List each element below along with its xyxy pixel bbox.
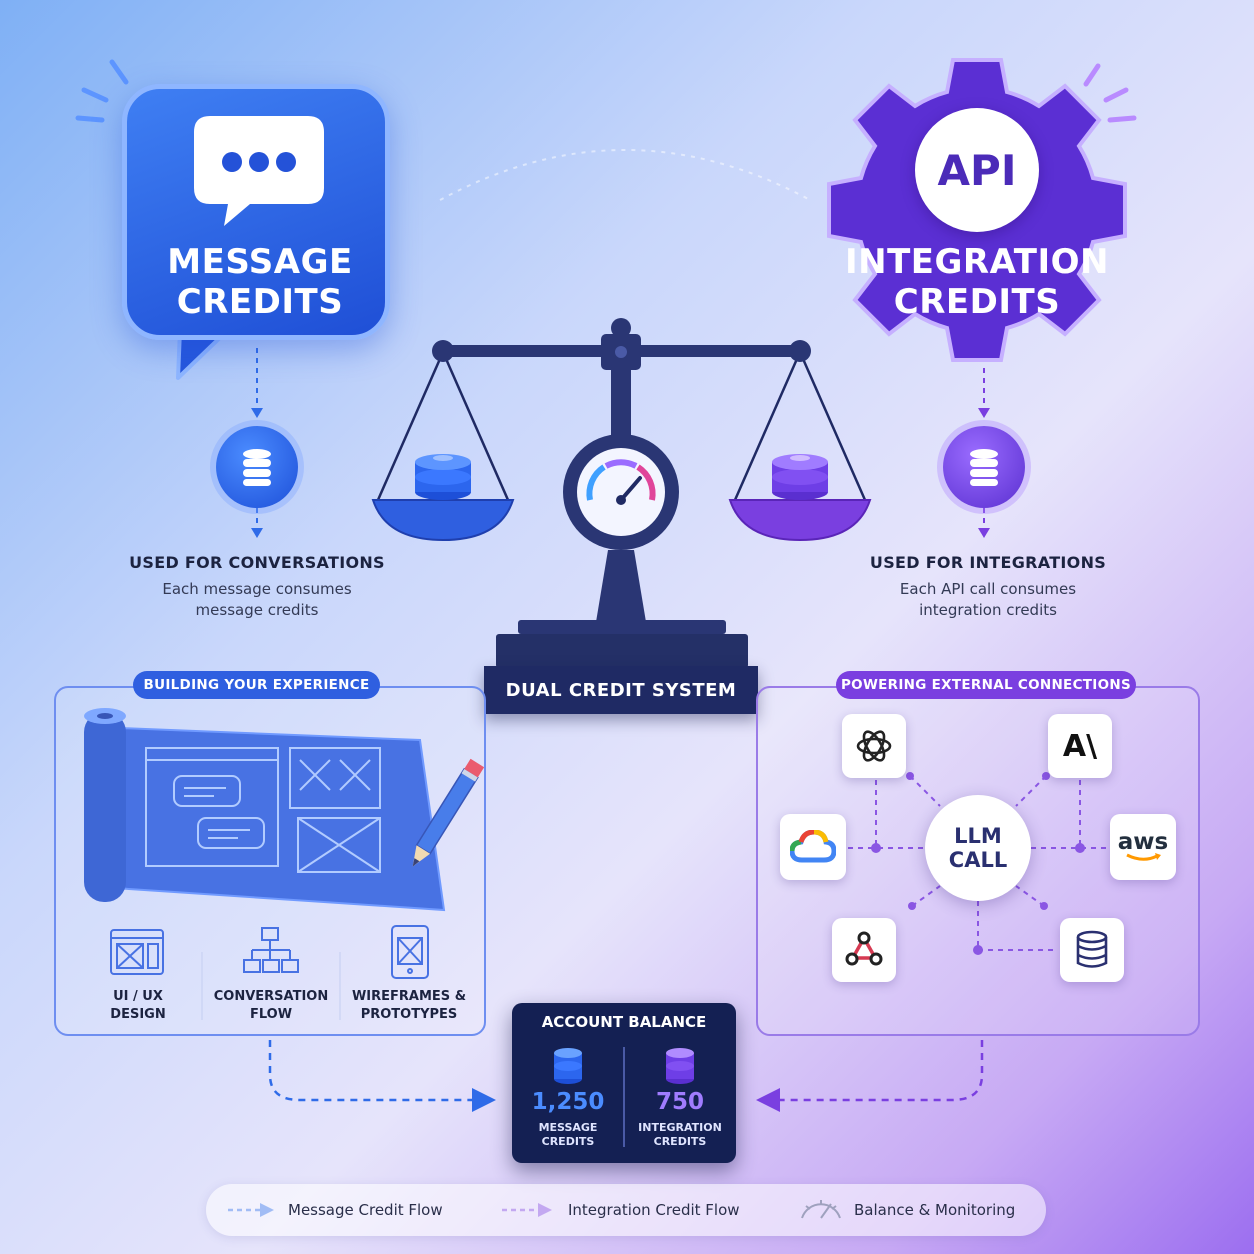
integration-credits-title-line1: INTEGRATION bbox=[845, 242, 1109, 282]
building-experience-pill: BUILDING YOUR EXPERIENCE bbox=[133, 671, 380, 699]
dual-credit-system-plaque: DUAL CREDIT SYSTEM bbox=[484, 666, 758, 714]
message-credits-title-line2: CREDITS bbox=[176, 282, 344, 322]
wireframes-prototypes-label-line2: PROTOTYPES bbox=[360, 1007, 458, 1022]
message-credits-title: MESSAGE CREDITS bbox=[122, 242, 398, 322]
message-coin-stack-icon bbox=[415, 454, 471, 500]
anthropic-icon: A\ bbox=[1048, 714, 1112, 778]
anthropic-icon-text: A\ bbox=[1062, 728, 1098, 764]
openai-icon bbox=[842, 714, 906, 778]
legend: Message Credit Flow Integration Credit F… bbox=[206, 1184, 1046, 1236]
integration-usage-desc-line2: integration credits bbox=[919, 601, 1057, 619]
database-icon bbox=[1060, 918, 1124, 982]
conversation-flow-label-line1: CONVERSATION bbox=[213, 989, 329, 1004]
message-usage-desc-line1: Each message consumes bbox=[162, 580, 352, 598]
integration-usage-heading: USED FOR INTEGRATIONS bbox=[869, 553, 1107, 572]
integration-balance-label: INTEGRATION CREDITS bbox=[624, 1121, 736, 1149]
wireframes-prototypes-icon bbox=[391, 925, 429, 979]
external-connections-pill: POWERING EXTERNAL CONNECTIONS bbox=[836, 671, 1136, 699]
integration-balance-value: 750 bbox=[655, 1089, 704, 1115]
legend-message-flow: Message Credit Flow bbox=[288, 1201, 443, 1219]
chat-bubble-icon bbox=[194, 116, 324, 226]
message-usage-desc-line2: message credits bbox=[195, 601, 319, 619]
integration-usage-desc-line1: Each API call consumes bbox=[899, 580, 1077, 598]
balance-scale-icon bbox=[371, 318, 872, 668]
blueprint-illustration bbox=[84, 708, 485, 912]
message-coin-icon bbox=[216, 426, 298, 508]
wireframes-prototypes-label: WIREFRAMES & PROTOTYPES bbox=[344, 988, 474, 1024]
webhook-icon bbox=[832, 918, 896, 982]
message-balance-value: 1,250 bbox=[531, 1089, 605, 1115]
integration-balance-label-line1: INTEGRATION bbox=[638, 1121, 722, 1134]
legend-integration-flow: Integration Credit Flow bbox=[568, 1201, 740, 1219]
integration-balance-coin-icon bbox=[666, 1048, 694, 1084]
building-experience-panel bbox=[54, 686, 486, 1036]
integration-credits-title: INTEGRATION CREDITS bbox=[840, 242, 1114, 322]
account-balance-card: ACCOUNT BALANCE 1,250 750 MESSAGE CREDIT… bbox=[512, 1003, 736, 1163]
account-balance-title: ACCOUNT BALANCE bbox=[541, 1013, 707, 1031]
ui-ux-design-label-line1: UI / UX bbox=[113, 989, 163, 1004]
conversation-flow-label-line2: FLOW bbox=[249, 1007, 293, 1022]
message-credits-title-line1: MESSAGE bbox=[167, 242, 353, 282]
message-usage-heading: USED FOR CONVERSATIONS bbox=[129, 553, 385, 572]
aws-icon: aws bbox=[1110, 814, 1176, 880]
aws-icon-text: aws bbox=[1117, 829, 1169, 855]
api-badge: API bbox=[915, 108, 1039, 232]
message-balance-label-line2: CREDITS bbox=[541, 1135, 595, 1148]
llm-call-line2: CALL bbox=[948, 848, 1008, 872]
conversation-flow-label: CONVERSATION FLOW bbox=[206, 988, 336, 1024]
integration-credits-title-line2: CREDITS bbox=[893, 282, 1061, 322]
integration-coin-stack-icon bbox=[772, 454, 828, 500]
legend-balance-monitoring: Balance & Monitoring bbox=[854, 1201, 1016, 1219]
wireframes-prototypes-label-line1: WIREFRAMES & bbox=[351, 989, 467, 1004]
integration-usage-desc: Each API call consumes integration credi… bbox=[838, 579, 1138, 621]
balance-divider bbox=[623, 1047, 625, 1147]
integration-balance-label-line2: CREDITS bbox=[653, 1135, 707, 1148]
message-balance-coin-icon bbox=[554, 1048, 582, 1084]
google-cloud-icon bbox=[780, 814, 846, 880]
message-balance-label: MESSAGE CREDITS bbox=[512, 1121, 624, 1149]
integration-coin-icon bbox=[943, 426, 1025, 508]
ui-ux-design-icon bbox=[110, 929, 164, 975]
llm-call-line1: LLM bbox=[954, 824, 1002, 848]
conversation-flow-icon bbox=[243, 927, 299, 973]
llm-connectors bbox=[848, 775, 1110, 951]
message-balance-label-line1: MESSAGE bbox=[538, 1121, 598, 1134]
api-badge-text: API bbox=[937, 145, 1017, 195]
ui-ux-design-label: UI / UX DESIGN bbox=[82, 988, 194, 1024]
message-usage-desc: Each message consumes message credits bbox=[107, 579, 407, 621]
ui-ux-design-label-line2: DESIGN bbox=[110, 1007, 166, 1022]
llm-call-hub: LLM CALL bbox=[925, 795, 1031, 901]
